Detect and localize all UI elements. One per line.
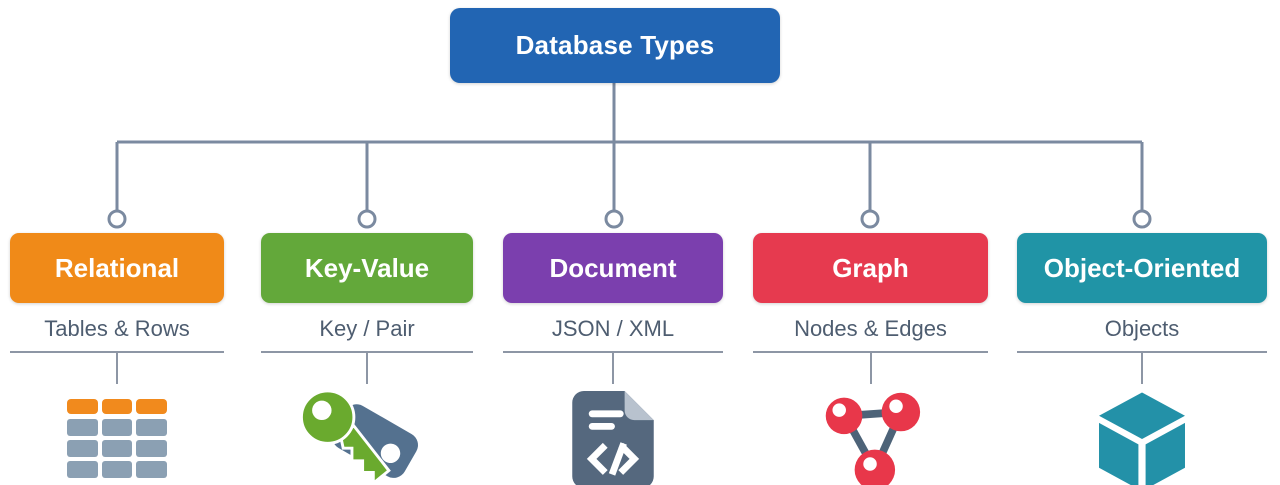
node-graph: Graph bbox=[753, 233, 988, 303]
subtitle-rule bbox=[753, 351, 988, 353]
root-node-label: Database Types bbox=[515, 30, 715, 60]
node-subtitle: Key / Pair bbox=[319, 316, 415, 341]
icon-area bbox=[753, 389, 988, 485]
node-label: Object-Oriented bbox=[1043, 252, 1241, 283]
subtitle-rule bbox=[10, 351, 224, 353]
subtitle-rule bbox=[261, 351, 473, 353]
node-label: Document bbox=[549, 252, 677, 283]
node-relational: Relational bbox=[10, 233, 224, 303]
icon-area bbox=[10, 389, 224, 485]
subtitle-rule bbox=[503, 351, 723, 353]
connector-tick bbox=[116, 353, 118, 384]
network-nodes-icon bbox=[825, 392, 920, 485]
cube-icon bbox=[1099, 391, 1185, 485]
root-node-database-types: Database Types bbox=[450, 8, 780, 83]
connector-tick bbox=[366, 353, 368, 384]
connector-tick bbox=[1141, 353, 1143, 384]
node-label: Key-Value bbox=[304, 252, 430, 283]
node-subtitle: Nodes & Edges bbox=[794, 316, 947, 341]
icon-area bbox=[261, 389, 473, 485]
branch-document: Document JSON / XML bbox=[503, 233, 723, 485]
icon-area bbox=[1017, 389, 1267, 485]
key-tag-icon bbox=[301, 389, 418, 485]
table-icon bbox=[67, 399, 167, 478]
node-label: Relational bbox=[54, 252, 180, 283]
node-subtitle: JSON / XML bbox=[551, 316, 675, 341]
node-key-value: Key-Value bbox=[261, 233, 473, 303]
connector-tick bbox=[869, 353, 872, 384]
branch-object-oriented: Object-Oriented Objects bbox=[1017, 233, 1267, 485]
node-subtitle: Tables & Rows bbox=[44, 316, 190, 341]
node-document: Document bbox=[503, 233, 723, 303]
connector-tick bbox=[612, 353, 614, 384]
branch-relational: Relational Tables & Rows bbox=[10, 233, 224, 485]
node-object-oriented: Object-Oriented bbox=[1017, 233, 1267, 303]
subtitle-rule bbox=[1017, 351, 1267, 353]
node-label: Graph bbox=[832, 252, 909, 283]
code-document-icon bbox=[572, 390, 654, 485]
branch-graph: Graph Nodes & Edges bbox=[753, 233, 988, 485]
node-subtitle: Objects bbox=[1104, 316, 1180, 341]
branch-key-value: Key-Value Key / Pair bbox=[261, 233, 473, 485]
icon-area bbox=[503, 389, 723, 485]
